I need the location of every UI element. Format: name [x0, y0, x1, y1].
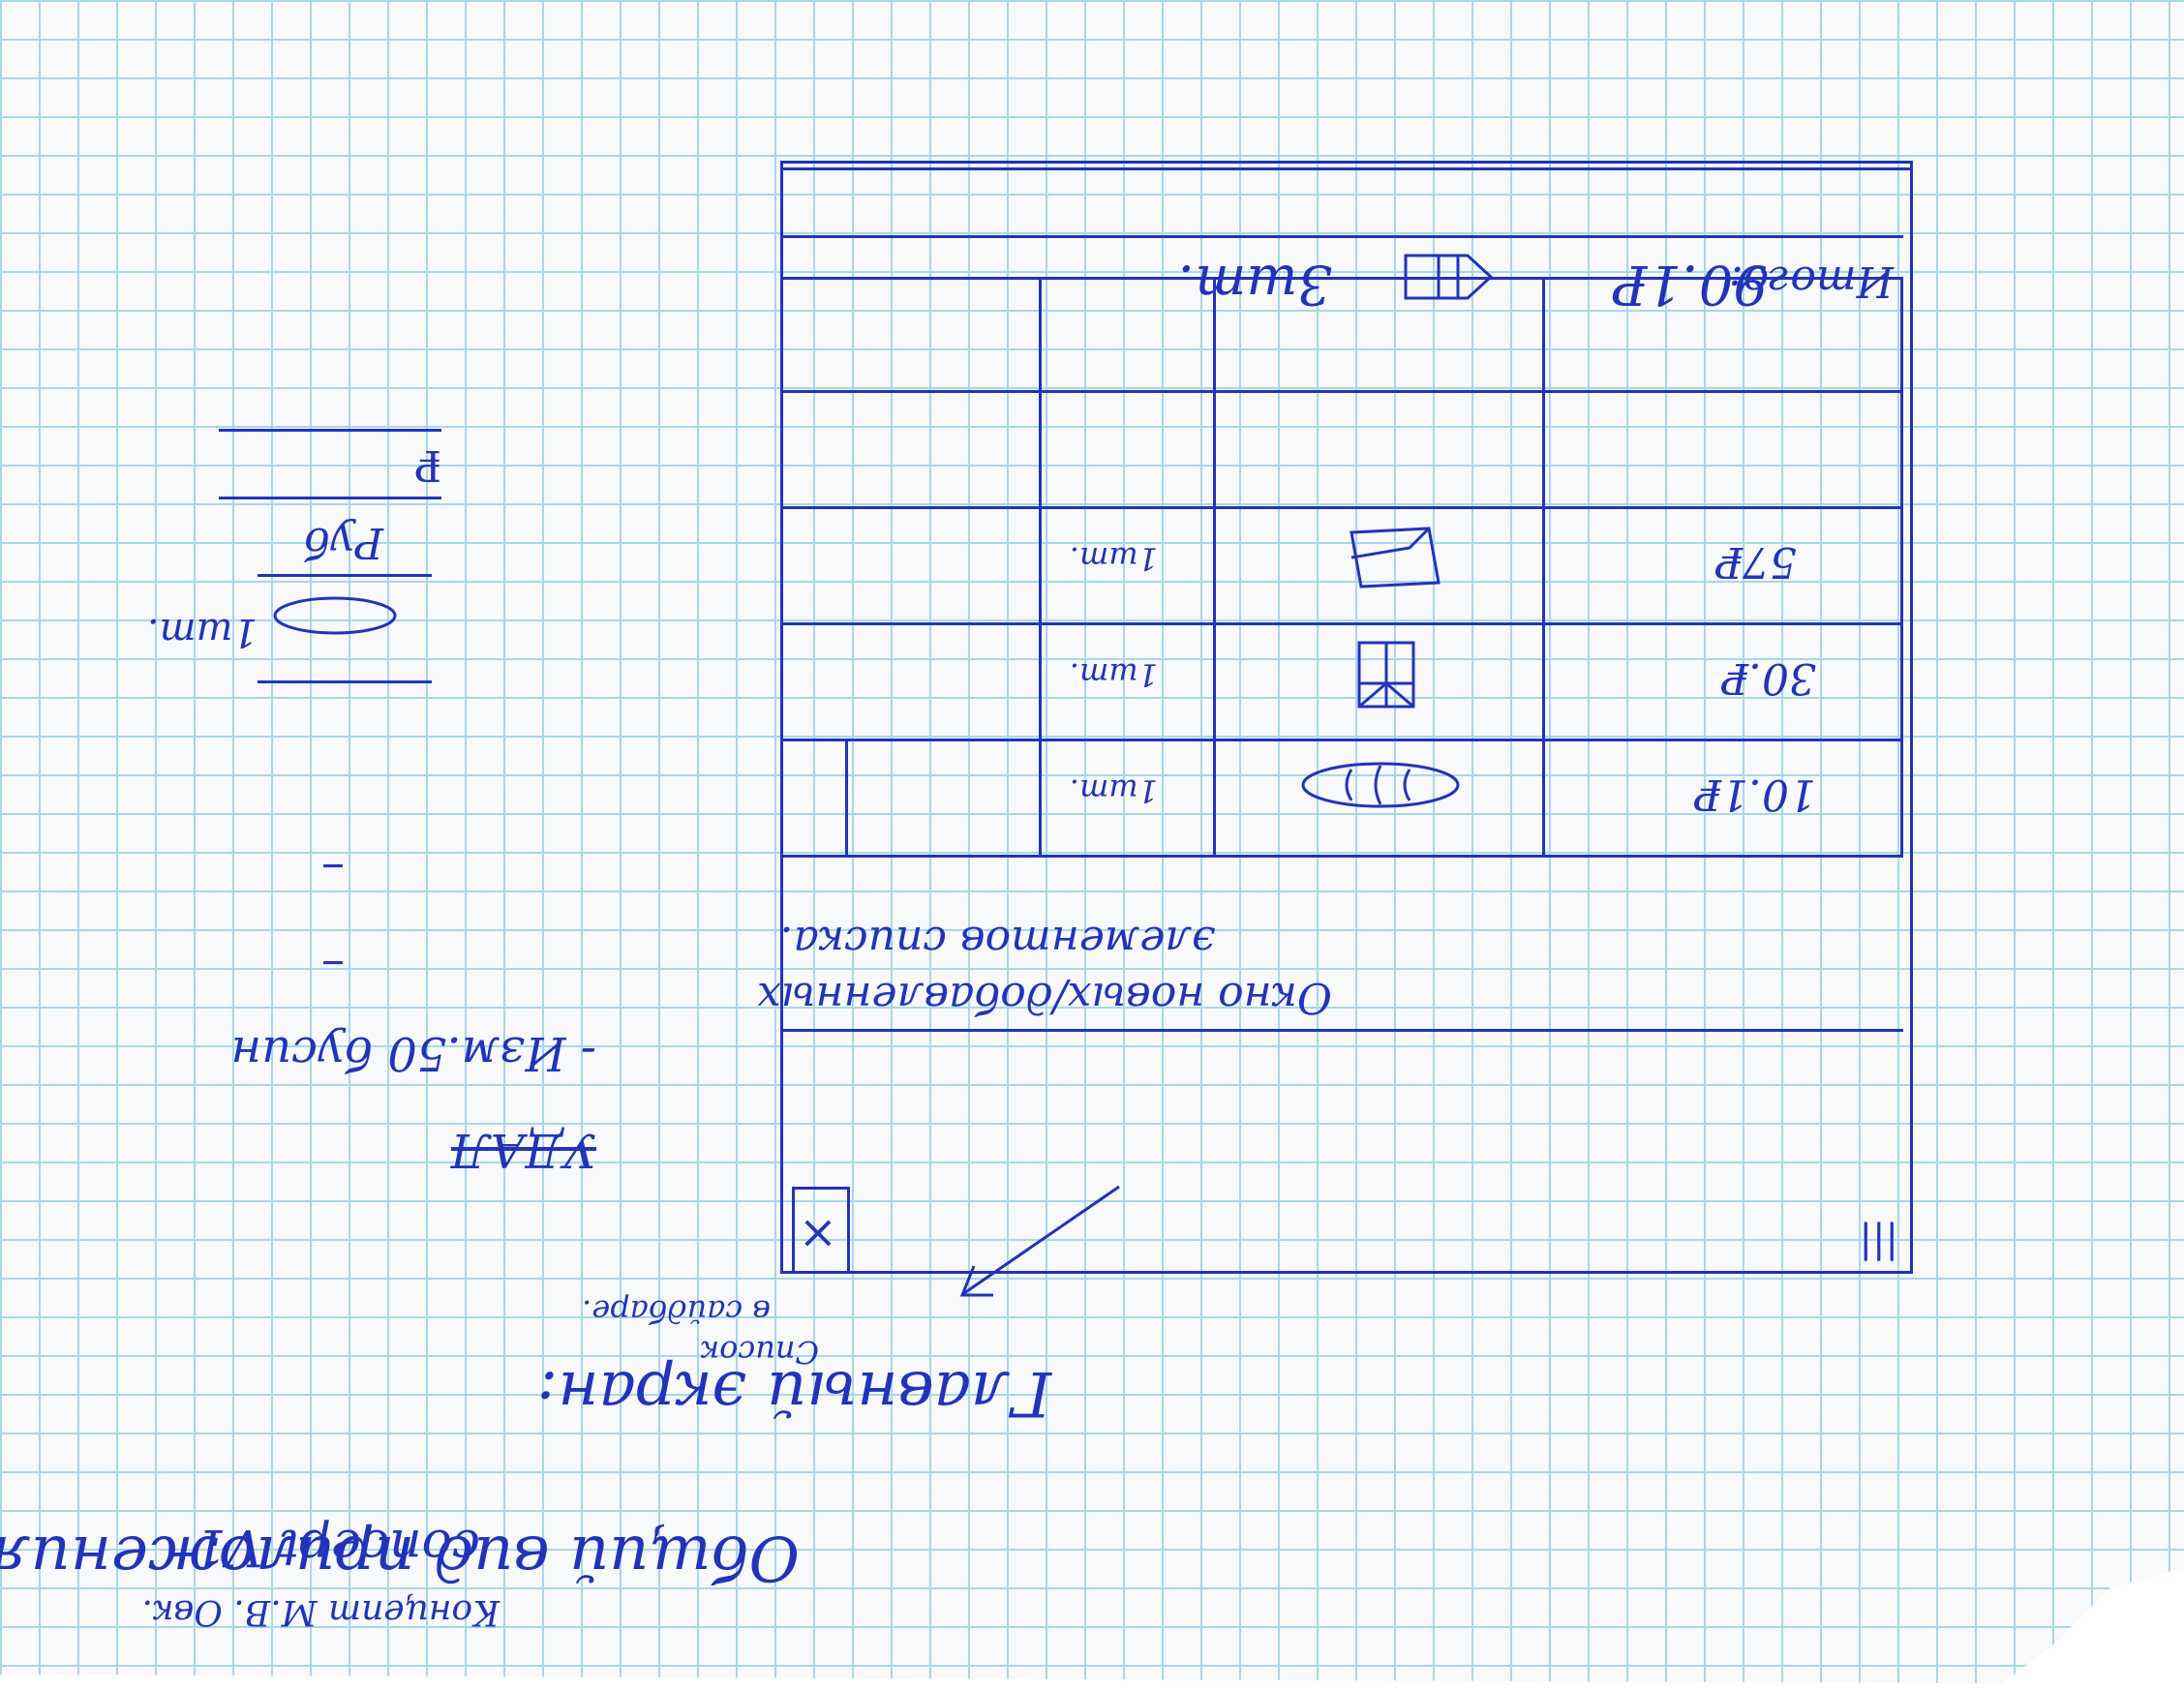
row3-price: 57₽ [1715, 537, 1797, 587]
row-divider [780, 390, 1903, 393]
row1-price: 10.1₽ [1694, 770, 1816, 819]
sketch-concept: concept V1 [194, 1518, 480, 1576]
side-note-dash: – [321, 939, 345, 993]
arrow-note-line2: в сайдбаре. [582, 1293, 771, 1330]
sketch-credit: Концепт М.В. Овк. [141, 1592, 500, 1632]
row-divider [780, 739, 1903, 741]
col-divider [1213, 277, 1216, 858]
side-line [258, 680, 432, 683]
side-note-dash: – [321, 842, 345, 896]
row2-qty: 1шт. [1069, 656, 1158, 693]
crossed-note: УДАЛ [450, 1123, 596, 1177]
box-icon [1357, 641, 1415, 709]
col-divider [1542, 277, 1545, 858]
total-qty: 3шт. [1177, 253, 1332, 316]
side-note-qty: 1шт. [147, 610, 258, 654]
row-divider [780, 506, 1903, 509]
hint-divider-top [780, 1029, 1903, 1032]
cart-icon[interactable] [1400, 248, 1497, 306]
side-price-label: Руб [304, 518, 383, 567]
row3-qty: 1шт. [1069, 540, 1158, 577]
arrow-note-line1: Список [701, 1334, 819, 1371]
side-price-value: ₽ [414, 440, 441, 490]
hint-line1: Окно новых/добавленных [756, 973, 1332, 1022]
row-divider [780, 622, 1903, 625]
arrow-to-sidebar-icon [959, 1185, 1120, 1297]
row1-qty: 1шт. [1069, 772, 1158, 809]
col-divider [1039, 277, 1042, 858]
total-price: 90.1₽ [1612, 253, 1768, 316]
close-icon: × [798, 1207, 837, 1261]
side-note-line1: - Изм.50 бусин [230, 1026, 596, 1080]
side-line [258, 574, 432, 577]
bread-icon [1301, 762, 1460, 808]
total-divider [780, 235, 1903, 238]
loaf-icon [273, 596, 397, 635]
row2-price[interactable]: 30.₽ [1721, 653, 1816, 703]
scroll-marks-icon: ||| [1859, 1222, 1898, 1266]
frame-bottom [780, 167, 1913, 170]
sidebar-toggle[interactable]: × [792, 1187, 850, 1274]
milk-carton-icon [1350, 527, 1441, 588]
hint-line2: элементов списка. [779, 917, 1216, 966]
col-divider [845, 741, 848, 858]
side-line [219, 497, 441, 499]
side-line [219, 429, 441, 432]
